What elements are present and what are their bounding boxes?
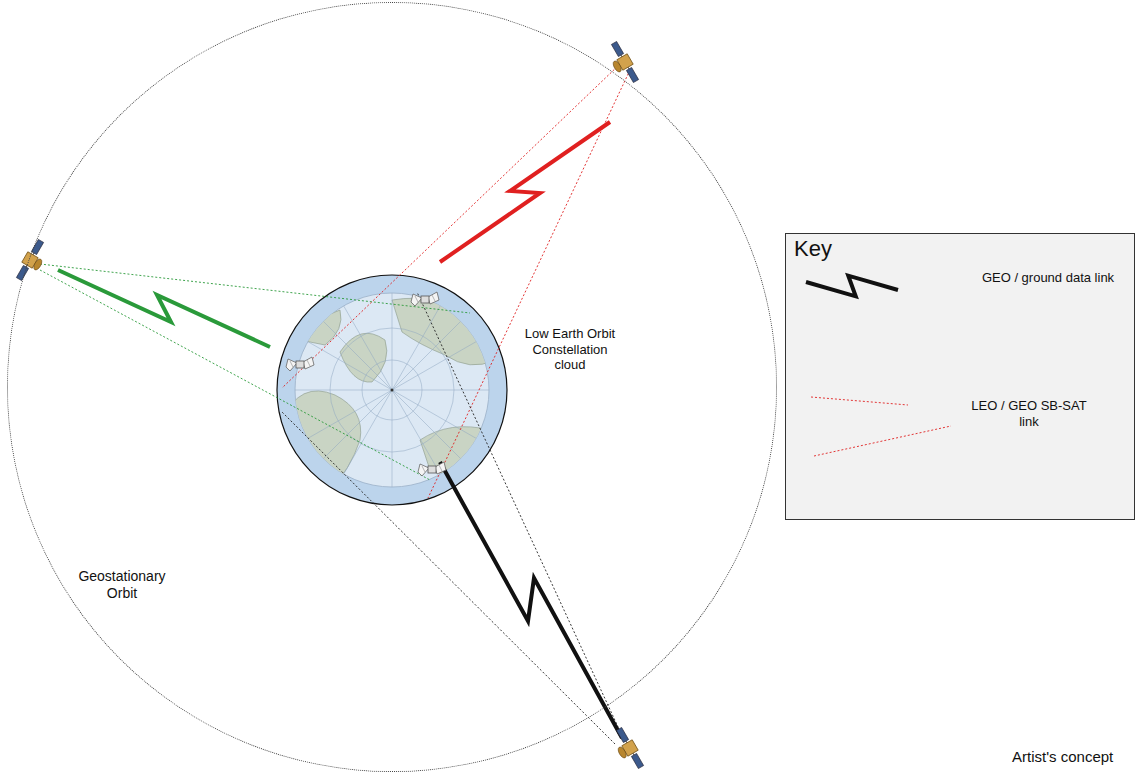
orbit-label: Geostationary Orbit <box>70 568 174 602</box>
geo-satellite <box>14 238 52 285</box>
note-label: Artist's concept <box>1012 748 1132 766</box>
legend-sample <box>806 276 898 297</box>
legend-samples <box>786 234 1134 519</box>
legend-text: LEO / GEO SB-SAT link <box>964 398 1094 429</box>
geo-satellite <box>604 40 642 87</box>
legend-heading: Key <box>794 236 874 262</box>
legend-box: KeyGEO / ground data linkLEO / GEO SB-SA… <box>785 233 1135 520</box>
earth <box>277 275 507 505</box>
region-label: Low Earth Orbit Constellation cloud <box>518 326 622 373</box>
leo-satellite <box>418 462 446 476</box>
leo-satellite <box>286 357 314 371</box>
orbit-circle: Geostationary Orbit <box>7 2 777 772</box>
geo-satellite <box>609 726 647 773</box>
leo-satellite <box>411 292 439 306</box>
coverage-lines <box>40 64 630 744</box>
data-links <box>58 122 622 738</box>
legend-sample <box>811 397 951 456</box>
legend-text: GEO / ground data link <box>978 270 1118 286</box>
